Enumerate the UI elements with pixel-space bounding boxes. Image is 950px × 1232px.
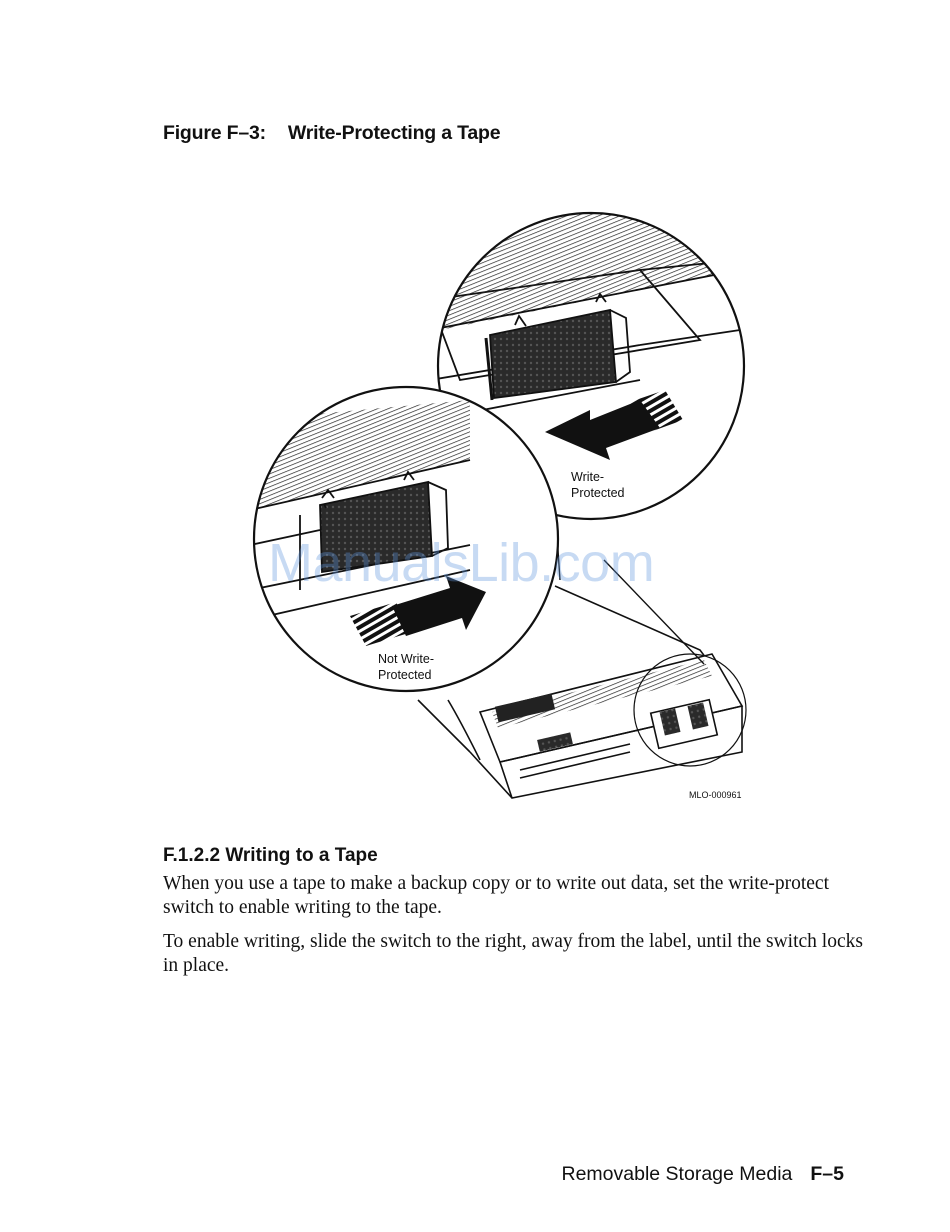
arrow-slide-right <box>350 576 486 646</box>
figure-number: Figure F–3: <box>163 122 266 144</box>
figure-title: Figure F–3: Write-Protecting a Tape <box>163 122 501 145</box>
figure-code: MLO-000961 <box>689 790 742 800</box>
callout-write-protected-2: Protected <box>571 486 625 500</box>
callout-not-write-protected-2: Protected <box>378 668 432 682</box>
watermark: ManualsLib.com <box>268 533 655 593</box>
paragraph: To enable writing, slide the switch to t… <box>163 931 863 976</box>
callout-write-protected-1: Write- <box>571 470 604 484</box>
tape-illustration: Write- Protected Not Write- Protected ML… <box>252 211 747 800</box>
page-footer: Removable Storage Media F–5 <box>562 1163 845 1186</box>
page-number: F–5 <box>810 1163 844 1185</box>
tape-drive-unit <box>417 585 747 799</box>
figure-caption: Write-Protecting a Tape <box>287 122 501 144</box>
section-title: Writing to a Tape <box>225 845 378 866</box>
zoom-not-write-protected: Not Write- Protected <box>252 385 560 693</box>
callout-not-write-protected-1: Not Write- <box>378 652 434 666</box>
arrow-slide-left <box>545 390 683 460</box>
paragraph: When you use a tape to make a backup cop… <box>163 873 830 918</box>
section-heading: F.1.2.2 Writing to a Tape <box>163 845 378 867</box>
section-number: F.1.2.2 <box>163 845 221 866</box>
footer-chapter: Removable Storage Media <box>561 1163 793 1185</box>
